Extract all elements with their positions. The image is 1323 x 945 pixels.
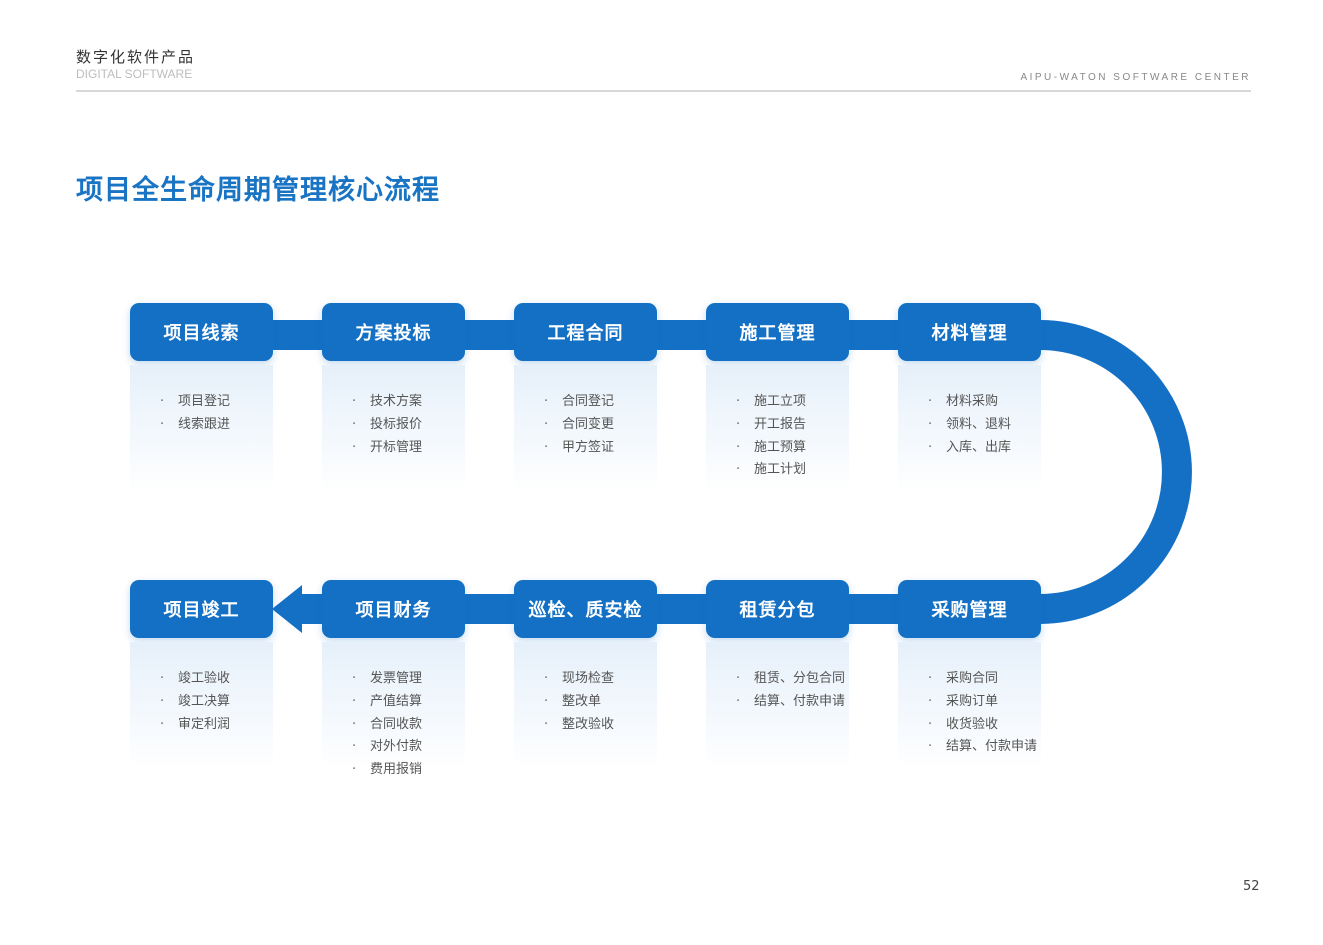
stage-card: 项目线索项目登记线索跟进 (130, 303, 273, 492)
stage-title: 项目线索 (130, 303, 273, 361)
stage-item-list: 采购合同采购订单收货验收结算、付款申请 (898, 668, 1041, 759)
stage-item-list: 发票管理产值结算合同收款对外付款费用报销 (322, 668, 465, 782)
stage-body: 租赁、分包合同结算、付款申请 (706, 642, 849, 769)
stage-body: 材料采购领料、退料入库、出库 (898, 365, 1041, 492)
stage-item: 项目登记 (130, 391, 273, 414)
stage-item-list: 现场检查整改单整改验收 (514, 668, 657, 736)
stage-item: 对外付款 (322, 736, 465, 759)
stage-item: 投标报价 (322, 414, 465, 437)
stage-title: 巡检、质安检 (514, 580, 657, 638)
stage-item: 发票管理 (322, 668, 465, 691)
stage-item: 审定利润 (130, 714, 273, 737)
stage-item: 开工报告 (706, 414, 849, 437)
stage-item: 整改验收 (514, 714, 657, 737)
stage-body: 采购合同采购订单收货验收结算、付款申请 (898, 642, 1041, 769)
u-turn-arc (1039, 320, 1192, 624)
page-title: 项目全生命周期管理核心流程 (76, 175, 440, 206)
stage-item: 竣工验收 (130, 668, 273, 691)
stage-item-list: 施工立项开工报告施工预算施工计划 (706, 391, 849, 482)
stage-item: 施工计划 (706, 459, 849, 482)
stage-item: 竣工决算 (130, 691, 273, 714)
header-divider (76, 90, 1251, 92)
page-number: 52 (1243, 879, 1260, 894)
stage-item: 技术方案 (322, 391, 465, 414)
stage-card: 租赁分包租赁、分包合同结算、付款申请 (706, 580, 849, 769)
stage-body: 合同登记合同变更甲方签证 (514, 365, 657, 492)
stage-title: 项目竣工 (130, 580, 273, 638)
stage-card: 项目竣工竣工验收竣工决算审定利润 (130, 580, 273, 769)
stage-body: 技术方案投标报价开标管理 (322, 365, 465, 492)
stage-item: 结算、付款申请 (706, 691, 849, 714)
stage-item: 领料、退料 (898, 414, 1041, 437)
stage-item: 甲方签证 (514, 437, 657, 460)
stage-item: 合同登记 (514, 391, 657, 414)
stage-card: 巡检、质安检现场检查整改单整改验收 (514, 580, 657, 769)
stage-card: 工程合同合同登记合同变更甲方签证 (514, 303, 657, 492)
stage-body: 发票管理产值结算合同收款对外付款费用报销 (322, 642, 465, 782)
header-right-label: AIPU-WATON SOFTWARE CENTER (1020, 72, 1251, 83)
stage-item: 费用报销 (322, 759, 465, 782)
stage-item: 收货验收 (898, 714, 1041, 737)
stage-title: 工程合同 (514, 303, 657, 361)
stage-item: 采购合同 (898, 668, 1041, 691)
header-title-cn: 数字化软件产品 (76, 48, 196, 66)
stage-item: 合同变更 (514, 414, 657, 437)
stage-body: 施工立项开工报告施工预算施工计划 (706, 365, 849, 492)
stage-card: 项目财务发票管理产值结算合同收款对外付款费用报销 (322, 580, 465, 782)
stage-card: 施工管理施工立项开工报告施工预算施工计划 (706, 303, 849, 492)
stage-title: 项目财务 (322, 580, 465, 638)
stage-item: 整改单 (514, 691, 657, 714)
arrow-head-left-icon (272, 585, 302, 633)
stage-body: 竣工验收竣工决算审定利润 (130, 642, 273, 769)
stage-item: 施工预算 (706, 437, 849, 460)
stage-item: 合同收款 (322, 714, 465, 737)
stage-item: 产值结算 (322, 691, 465, 714)
stage-card: 材料管理材料采购领料、退料入库、出库 (898, 303, 1041, 492)
stage-item-list: 合同登记合同变更甲方签证 (514, 391, 657, 459)
stage-title: 施工管理 (706, 303, 849, 361)
stage-body: 现场检查整改单整改验收 (514, 642, 657, 769)
stage-title: 租赁分包 (706, 580, 849, 638)
stage-item: 入库、出库 (898, 437, 1041, 460)
stage-title: 方案投标 (322, 303, 465, 361)
stage-item: 租赁、分包合同 (706, 668, 849, 691)
stage-item: 采购订单 (898, 691, 1041, 714)
stage-card: 方案投标技术方案投标报价开标管理 (322, 303, 465, 492)
stage-item: 线索跟进 (130, 414, 273, 437)
stage-body: 项目登记线索跟进 (130, 365, 273, 492)
stage-item: 结算、付款申请 (898, 736, 1041, 759)
stage-item: 开标管理 (322, 437, 465, 460)
stage-title: 材料管理 (898, 303, 1041, 361)
stage-item: 现场检查 (514, 668, 657, 691)
stage-title: 采购管理 (898, 580, 1041, 638)
stage-item-list: 项目登记线索跟进 (130, 391, 273, 437)
stage-item-list: 竣工验收竣工决算审定利润 (130, 668, 273, 736)
stage-item: 施工立项 (706, 391, 849, 414)
header-title-en: DIGITAL SOFTWARE (76, 67, 193, 81)
stage-item: 材料采购 (898, 391, 1041, 414)
stage-item-list: 材料采购领料、退料入库、出库 (898, 391, 1041, 459)
stage-card: 采购管理采购合同采购订单收货验收结算、付款申请 (898, 580, 1041, 769)
stage-item-list: 租赁、分包合同结算、付款申请 (706, 668, 849, 714)
stage-item-list: 技术方案投标报价开标管理 (322, 391, 465, 459)
